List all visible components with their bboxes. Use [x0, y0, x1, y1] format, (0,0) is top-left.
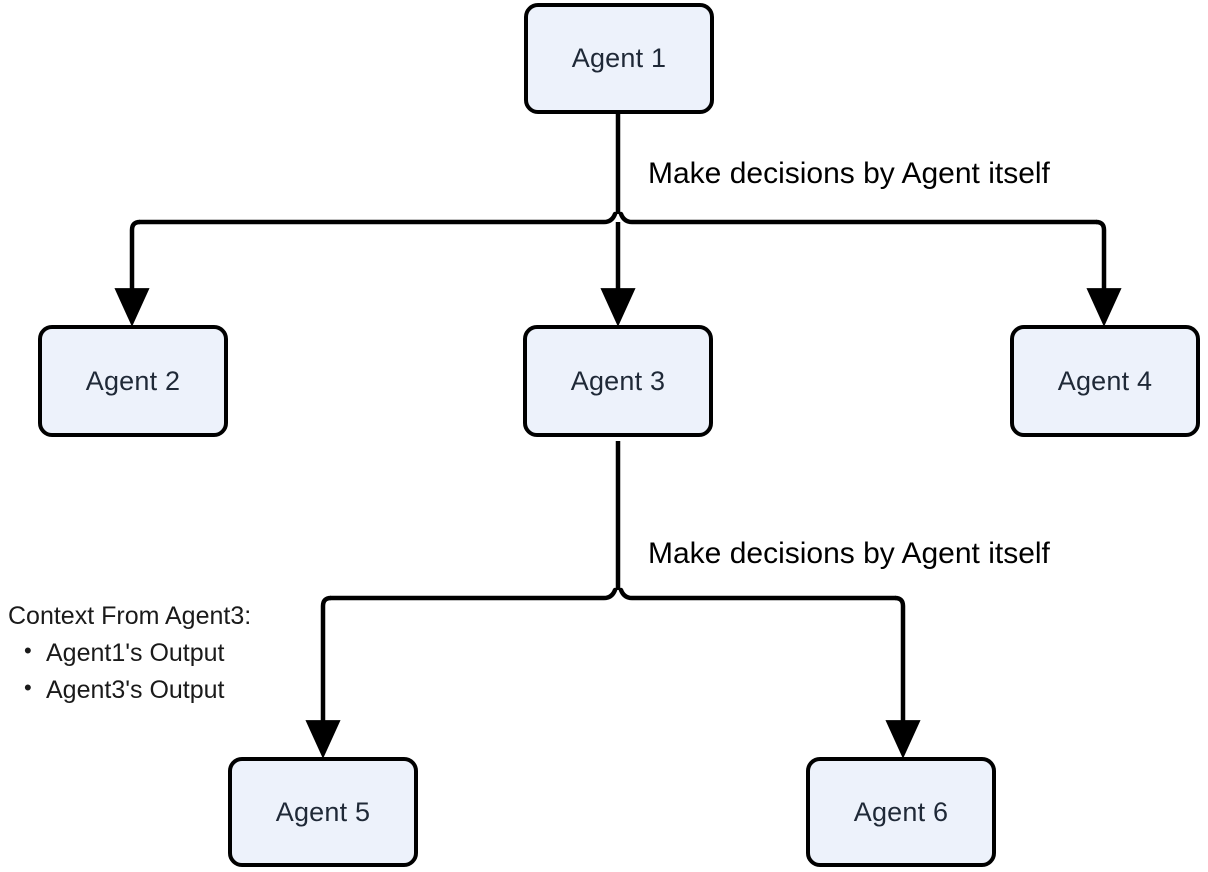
context-list-item: Agent3's Output: [24, 677, 251, 703]
node-agent2[interactable]: Agent 2: [38, 325, 228, 437]
edge-to-agent6: [885, 595, 921, 759]
node-agent6-label: Agent 6: [853, 796, 949, 827]
node-agent5-label: Agent 5: [275, 796, 371, 827]
edge-split1-bar-left: [137, 211, 618, 225]
edge-split1-bar-right: [618, 211, 1099, 225]
node-agent2-label: Agent 2: [85, 365, 181, 396]
edge-split2-bar-left: [328, 587, 618, 601]
edge-to-agent2: [114, 219, 150, 327]
node-agent3-label: Agent 3: [570, 365, 666, 396]
context-list-item: Agent1's Output: [24, 640, 251, 666]
edge-to-agent4: [1086, 219, 1122, 327]
edge-label-split1: Make decisions by Agent itself: [648, 157, 1050, 190]
node-agent4-label: Agent 4: [1057, 365, 1153, 396]
node-agent3[interactable]: Agent 3: [523, 325, 713, 437]
node-agent5[interactable]: Agent 5: [228, 757, 418, 867]
context-annotation: Context From Agent3: Agent1's Output Age…: [8, 604, 251, 715]
context-item-list: Agent1's Output Agent3's Output: [8, 640, 251, 703]
edge-label-split2: Make decisions by Agent itself: [648, 537, 1050, 570]
edge-split2-bar-right: [618, 587, 898, 601]
node-agent1-label: Agent 1: [571, 43, 667, 73]
edge-to-agent5: [305, 595, 341, 759]
node-agent6[interactable]: Agent 6: [806, 757, 996, 867]
node-agent1[interactable]: Agent 1: [524, 3, 714, 114]
context-title: Context From Agent3:: [8, 602, 252, 630]
node-agent4[interactable]: Agent 4: [1010, 325, 1200, 437]
